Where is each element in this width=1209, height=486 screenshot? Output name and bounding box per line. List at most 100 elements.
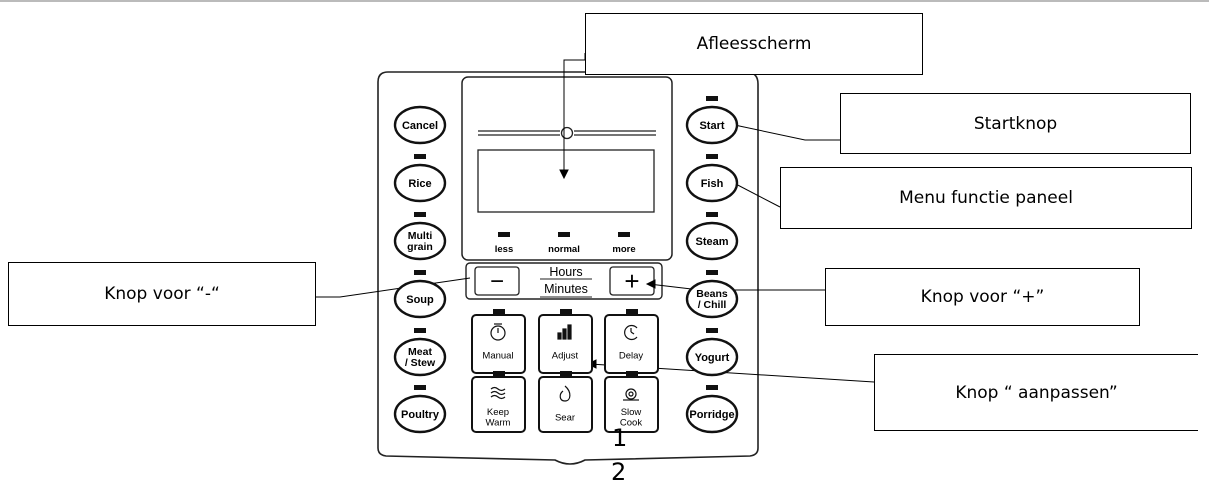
function-label-adjust: Adjust xyxy=(552,350,579,361)
panel-outline xyxy=(377,71,759,465)
button-label-rice: Rice xyxy=(408,178,431,190)
function-label-sear: Sear xyxy=(555,412,575,423)
time-label-minutes: Minutes xyxy=(544,282,588,296)
button-label-beans-chill: Beans/ Chill xyxy=(696,288,728,311)
left-button-poultry[interactable]: Poultry xyxy=(393,394,447,434)
indicator-light xyxy=(560,371,572,376)
indicator-light xyxy=(706,96,718,101)
page-number-1: 1 xyxy=(612,424,628,452)
function-button-sear[interactable]: Sear xyxy=(538,376,593,433)
button-ring[interactable] xyxy=(393,221,447,261)
indicator-light xyxy=(414,212,426,217)
indicator-light xyxy=(560,309,572,314)
indicator-light xyxy=(706,212,718,217)
snail-icon xyxy=(623,388,639,401)
function-button-adjust[interactable]: Adjust xyxy=(538,314,593,374)
left-button-soup[interactable]: Soup xyxy=(393,279,447,319)
time-adjust-strip xyxy=(465,262,663,300)
function-button-frame[interactable] xyxy=(604,376,659,433)
right-button-yogurt[interactable]: Yogurt xyxy=(685,337,739,377)
start-callout-label: Startknop xyxy=(973,113,1058,134)
indicator-light xyxy=(493,309,505,314)
button-ring[interactable] xyxy=(393,279,447,319)
button-label-fish: Fish xyxy=(701,178,724,190)
menu-panel-callout-label: Menu functie paneel xyxy=(899,188,1073,208)
button-ring[interactable] xyxy=(685,163,739,203)
right-button-steam[interactable]: Steam xyxy=(685,221,739,261)
function-button-frame[interactable] xyxy=(538,376,593,433)
left-button-meat-stew[interactable]: Meat/ Stew xyxy=(393,337,447,377)
function-button-delay[interactable]: Delay xyxy=(604,314,659,374)
minus-symbol[interactable]: − xyxy=(490,268,504,295)
indicator-light xyxy=(706,270,718,275)
adjust-button-callout-label: Knop “ aanpassen” xyxy=(955,382,1118,403)
button-ring[interactable] xyxy=(393,163,447,203)
button-label-steam: Steam xyxy=(695,236,728,248)
button-label-yogurt: Yogurt xyxy=(695,352,730,364)
button-ring[interactable] xyxy=(685,221,739,261)
left-button-rice[interactable]: Rice xyxy=(393,163,447,203)
button-label-cancel: Cancel xyxy=(402,120,438,132)
button-label-porridge: Porridge xyxy=(689,409,734,421)
button-label-soup: Soup xyxy=(406,294,434,306)
function-label-manual: Manual xyxy=(482,350,513,361)
level-label-more: more xyxy=(612,244,635,255)
function-button-frame[interactable] xyxy=(471,376,526,433)
button-ring[interactable] xyxy=(685,394,739,434)
page-number-2: 2 xyxy=(611,458,627,486)
readout-screen xyxy=(477,149,655,213)
button-ring[interactable] xyxy=(393,394,447,434)
indicator-light xyxy=(626,309,638,314)
button-ring[interactable] xyxy=(393,337,447,377)
function-label-delay: Delay xyxy=(619,350,644,361)
plus-symbol[interactable]: + xyxy=(624,266,639,296)
start-callout: Startknop xyxy=(840,93,1191,154)
right-button-fish[interactable]: Fish xyxy=(685,163,739,203)
button-label-meat-stew: Meat/ Stew xyxy=(405,346,436,369)
heat-waves-icon xyxy=(490,386,506,400)
pressure-icon xyxy=(560,126,574,140)
function-button-frame[interactable] xyxy=(538,314,593,374)
level-label-normal: normal xyxy=(548,244,580,255)
button-ring[interactable] xyxy=(685,105,739,145)
indicator-light xyxy=(414,154,426,159)
display-frame xyxy=(461,76,673,261)
function-button-frame[interactable] xyxy=(604,314,659,374)
minus-key xyxy=(474,266,520,296)
bars-icon xyxy=(557,324,572,340)
time-label-hours: Hours xyxy=(549,265,582,279)
button-ring[interactable] xyxy=(393,105,447,145)
clock-icon xyxy=(624,324,638,341)
flame-icon xyxy=(559,385,571,402)
minus-button-callout-label: Knop voor “-“ xyxy=(104,284,220,304)
left-button-cancel[interactable]: Cancel xyxy=(393,105,447,145)
right-button-start[interactable]: Start xyxy=(685,105,739,145)
indicator-light xyxy=(493,371,505,376)
level-label-less: less xyxy=(495,244,514,255)
button-ring[interactable] xyxy=(685,337,739,377)
right-button-porridge[interactable]: Porridge xyxy=(685,394,739,434)
indicator-light xyxy=(414,328,426,333)
plus-button-callout-label: Knop voor “+” xyxy=(920,287,1045,307)
button-ring[interactable] xyxy=(685,279,739,319)
indicator-light xyxy=(414,270,426,275)
indicator-light xyxy=(706,154,718,159)
indicator-light xyxy=(706,385,718,390)
function-button-manual[interactable]: Manual xyxy=(471,314,526,374)
minus-button-callout: Knop voor “-“ xyxy=(8,262,316,326)
indicator-light xyxy=(706,328,718,333)
display-callout: Afleesscherm xyxy=(585,13,923,75)
menu-panel-callout: Menu functie paneel xyxy=(780,167,1192,229)
indicator-light xyxy=(414,385,426,390)
button-label-poultry: Poultry xyxy=(401,409,440,421)
timer-icon xyxy=(490,323,506,341)
right-button-beans-chill[interactable]: Beans/ Chill xyxy=(685,279,739,319)
